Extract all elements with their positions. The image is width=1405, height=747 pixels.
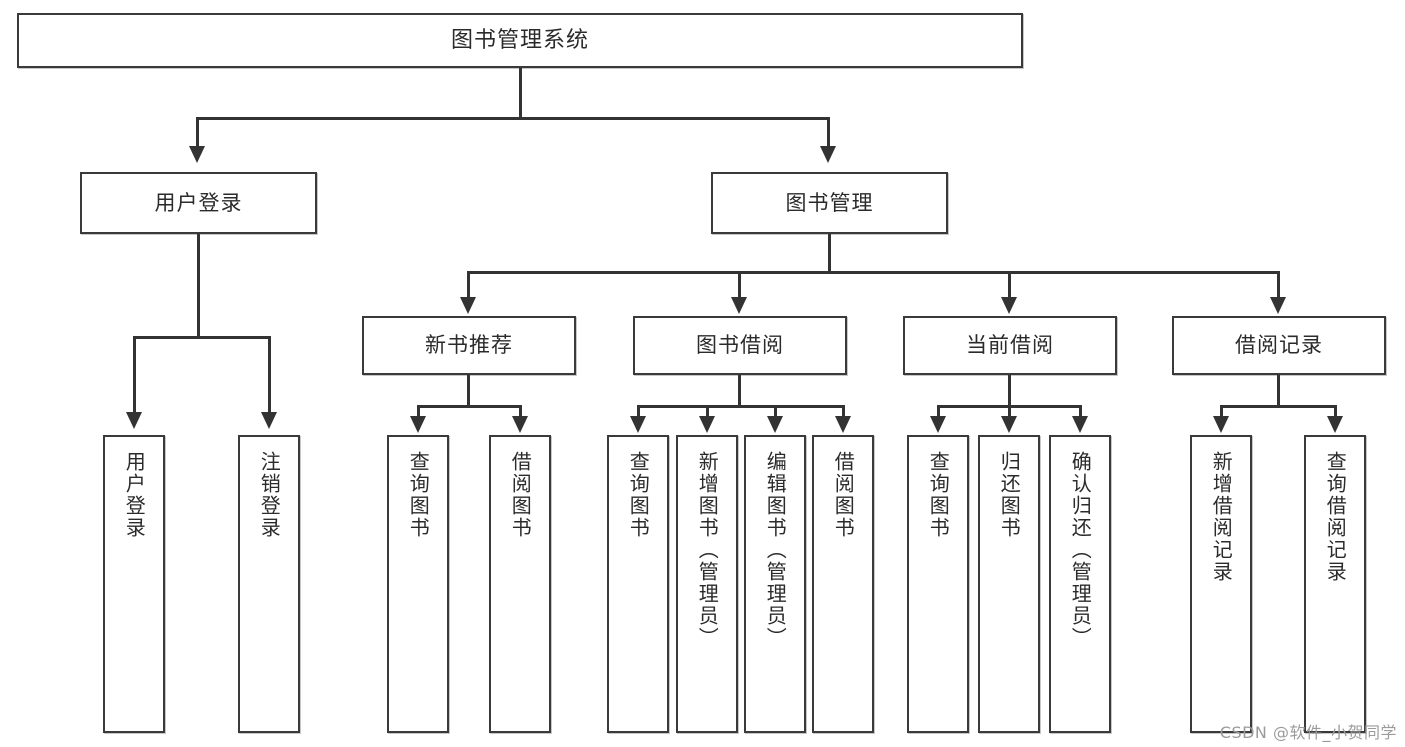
connector-br-drop-2 <box>1334 405 1337 418</box>
node-label: 编辑图书（管理员） <box>763 451 788 649</box>
connector-book-borrow-stem <box>738 375 741 406</box>
node-leaf-logout[interactable]: 注销登录 <box>238 435 300 733</box>
connector-book-management-stem <box>828 234 831 272</box>
arrowhead-leaf-user-login <box>126 412 142 429</box>
node-label: 用户登录 <box>122 451 147 539</box>
node-label: 用户登录 <box>154 190 243 215</box>
node-label: 归还图书 <box>997 451 1022 539</box>
connector-to-book-borrow <box>738 271 741 299</box>
arrowhead-leaf-borrow-book-2 <box>835 416 851 433</box>
connector-to-new-book-recommend <box>467 271 470 299</box>
node-label: 借阅图书 <box>508 451 533 539</box>
connector-nbr-drop-2 <box>519 405 522 418</box>
connector-book-borrow-bar <box>637 405 845 408</box>
node-leaf-confirm-return[interactable]: 确认归还（管理员） <box>1049 435 1111 733</box>
connector-to-borrow-record <box>1277 271 1280 299</box>
node-label: 图书管理 <box>785 190 874 215</box>
connector-cb-drop-3 <box>1079 405 1082 418</box>
connector-br-drop-1 <box>1220 405 1223 418</box>
node-leaf-user-login[interactable]: 用户登录 <box>103 435 165 733</box>
connector-borrow-record-stem <box>1277 375 1280 406</box>
connector-cb-drop-1 <box>937 405 940 418</box>
node-borrow-record[interactable]: 借阅记录 <box>1172 316 1386 375</box>
node-leaf-borrow-book-1[interactable]: 借阅图书 <box>489 435 551 733</box>
arrowhead-leaf-return-book <box>1001 416 1017 433</box>
arrowhead-leaf-add-record <box>1213 416 1229 433</box>
connector-cb-drop-2 <box>1008 405 1011 418</box>
node-leaf-query-book-1[interactable]: 查询图书 <box>387 435 449 733</box>
connector-new-book-recommend-bar <box>417 405 522 408</box>
arrowhead-leaf-query-book-2 <box>630 416 646 433</box>
arrowhead-leaf-query-record <box>1327 416 1343 433</box>
arrowhead-leaf-add-book <box>699 416 715 433</box>
node-label: 新增图书（管理员） <box>695 451 720 649</box>
connector-new-book-recommend-stem <box>467 375 470 406</box>
arrowhead-leaf-query-book-3 <box>930 416 946 433</box>
connector-bb-drop-3 <box>774 405 777 418</box>
connector-borrow-record-bar <box>1220 405 1337 408</box>
node-label: 图书借阅 <box>696 333 784 358</box>
node-leaf-edit-book[interactable]: 编辑图书（管理员） <box>744 435 806 733</box>
node-label: 查询图书 <box>926 451 951 539</box>
connector-root-to-user-login <box>196 117 199 149</box>
node-label: 当前借阅 <box>966 333 1054 358</box>
node-label: 查询图书 <box>406 451 431 539</box>
connector-bb-drop-2 <box>706 405 709 418</box>
node-label: 借阅图书 <box>831 451 856 539</box>
node-label: 图书管理系统 <box>450 27 589 53</box>
connector-to-current-borrow <box>1008 271 1011 299</box>
node-leaf-query-record[interactable]: 查询借阅记录 <box>1304 435 1366 733</box>
connector-bb-drop-4 <box>842 405 845 418</box>
arrowhead-book-borrow <box>731 297 747 314</box>
node-label: 注销登录 <box>257 451 282 539</box>
node-leaf-query-book-3[interactable]: 查询图书 <box>907 435 969 733</box>
arrowhead-leaf-query-book-1 <box>410 416 426 433</box>
node-label: 确认归还（管理员） <box>1068 451 1093 649</box>
node-book-borrow[interactable]: 图书借阅 <box>633 316 847 375</box>
connector-user-login-bar <box>133 336 271 339</box>
arrowhead-new-book-recommend <box>460 297 476 314</box>
arrowhead-leaf-logout <box>261 412 277 429</box>
node-leaf-query-book-2[interactable]: 查询图书 <box>607 435 669 733</box>
connector-root-bar <box>196 117 830 120</box>
node-leaf-add-record[interactable]: 新增借阅记录 <box>1190 435 1252 733</box>
arrowhead-book-management <box>820 146 836 163</box>
node-book-management[interactable]: 图书管理 <box>711 172 948 234</box>
connector-user-login-drop-1 <box>133 336 136 413</box>
node-label: 新书推荐 <box>425 333 513 358</box>
node-leaf-add-book[interactable]: 新增图书（管理员） <box>676 435 738 733</box>
arrowhead-leaf-borrow-book-1 <box>512 416 528 433</box>
arrowhead-user-login <box>189 146 205 163</box>
node-label: 借阅记录 <box>1235 333 1323 358</box>
node-label: 新增借阅记录 <box>1209 451 1234 583</box>
node-label: 查询借阅记录 <box>1323 451 1348 583</box>
node-current-borrow[interactable]: 当前借阅 <box>903 316 1117 375</box>
connector-current-borrow-stem <box>1008 375 1011 406</box>
connector-nbr-drop-1 <box>417 405 420 418</box>
arrowhead-leaf-confirm-return <box>1072 416 1088 433</box>
connector-bb-drop-1 <box>637 405 640 418</box>
connector-root-to-book-management <box>827 117 830 149</box>
arrowhead-leaf-edit-book <box>767 416 783 433</box>
node-root-system[interactable]: 图书管理系统 <box>17 13 1023 68</box>
node-user-login[interactable]: 用户登录 <box>80 172 317 234</box>
node-new-book-recommend[interactable]: 新书推荐 <box>362 316 576 375</box>
connector-user-login-stem <box>197 234 200 337</box>
connector-user-login-drop-2 <box>268 336 271 413</box>
node-leaf-return-book[interactable]: 归还图书 <box>978 435 1040 733</box>
node-label: 查询图书 <box>626 451 651 539</box>
arrowhead-borrow-record <box>1270 297 1286 314</box>
connector-level2-bar <box>467 271 1279 274</box>
arrowhead-current-borrow <box>1001 297 1017 314</box>
node-leaf-borrow-book-2[interactable]: 借阅图书 <box>812 435 874 733</box>
connector-root-stem <box>519 68 522 118</box>
